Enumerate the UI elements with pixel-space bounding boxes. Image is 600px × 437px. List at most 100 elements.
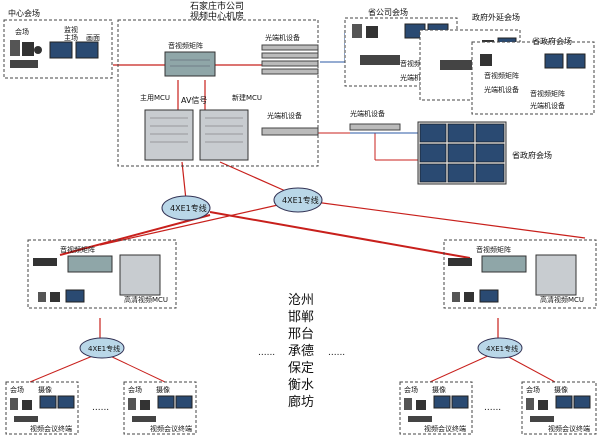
av-matrix-icon: [164, 51, 216, 77]
gov-matrix-label: 音视频矩阵: [530, 89, 565, 98]
e1-cloud-right: 4XE1专线: [273, 187, 323, 213]
monitor-icon: [573, 395, 591, 409]
provincial-venue-title: 省公司会场: [368, 7, 408, 17]
speaker-icon: [128, 398, 136, 410]
optical-equipment-label: 光端机设备: [265, 33, 300, 42]
new-mcu-label: 新建MCU: [232, 93, 262, 102]
optical-device-icon: [349, 123, 401, 131]
site-item: 摄像: [156, 385, 170, 394]
speaker-icon: [452, 292, 460, 302]
camera-icon: [22, 400, 32, 410]
gov-external-venue-title: 政府外延会场: [472, 12, 520, 22]
hd-mcu-rack-icon: [119, 254, 161, 296]
city-name: 保定: [288, 361, 314, 376]
branch-right-site-b: 会场 摄像 视频会议终端: [521, 381, 597, 435]
camera-icon: [140, 400, 150, 410]
camera-icon: [50, 292, 60, 302]
site-footer: 视频会议终端: [424, 424, 466, 433]
machine-room-subtitle: 视频中心机房: [190, 10, 244, 22]
speaker-icon: [10, 40, 20, 56]
video-wall: [417, 121, 507, 185]
terminal-icon: [530, 416, 554, 422]
gov-optical-label: 光端机设备: [484, 85, 519, 94]
site-footer: 视频会议终端: [150, 424, 192, 433]
provincial-matrix-label: 音视频矩阵: [400, 59, 435, 68]
monitor-icon: [75, 41, 99, 59]
branch-left-site-a: 会场 摄像 视频会议终端: [5, 381, 79, 435]
matrix-label: 音视频矩阵: [168, 41, 203, 50]
monitor-icon: [65, 289, 85, 303]
speaker-icon: [526, 398, 534, 410]
site-item: 摄像: [554, 385, 568, 394]
provincial-optical-label: 光端机设备: [400, 73, 435, 82]
main-mcu-rack-icon: [144, 109, 194, 161]
e1-line-label: 4XE1专线: [88, 344, 120, 353]
city-name: 承德: [288, 344, 314, 359]
machine-room: 石家庄市公司 视频中心机房 音视频矩阵 AV信号 主用MCU 新建MCU 光端机…: [117, 0, 319, 167]
monitor-icon: [555, 395, 573, 409]
camera-icon: [366, 26, 378, 38]
branch-matrix-label: 音视频矩阵: [476, 245, 511, 254]
site-item: 会场: [404, 385, 418, 394]
terminal-icon: [360, 55, 400, 65]
optical-device-icon: [261, 44, 319, 51]
microphone-icon: [34, 46, 42, 54]
optical-device-icon: [261, 52, 319, 59]
dots-left: ......: [258, 348, 275, 358]
center-venue-item: 画面: [86, 34, 100, 42]
branch-left-cloud: 4XE1专线: [79, 337, 125, 359]
city-name: 沧州: [288, 292, 314, 308]
branch-dots: ......: [92, 403, 109, 413]
monitor-icon: [433, 395, 451, 409]
camera-icon: [464, 292, 474, 302]
center-venue-item: 主场: [64, 33, 78, 42]
site-item: 会场: [526, 385, 540, 394]
speaker-icon: [10, 398, 18, 410]
optical-equipment-label: 光端机设备: [350, 109, 385, 118]
monitor-icon: [49, 41, 73, 59]
center-venue-title: 中心会场: [8, 8, 40, 18]
e1-cloud-left: 4XE1专线: [161, 195, 211, 221]
provincial-gov-venue-title: 省政府会场: [532, 36, 572, 46]
branch-dots: ......: [484, 403, 501, 413]
av-signal-label: AV信号: [181, 95, 207, 105]
gov-optical-label: 光端机设备: [530, 101, 565, 110]
site-footer: 视频会议终端: [548, 424, 590, 433]
site-footer: 视频会议终端: [30, 424, 72, 433]
terminal-icon: [132, 416, 156, 422]
branch-left: 音视频矩阵 高清视频MCU: [27, 239, 177, 309]
camera-icon: [480, 54, 492, 66]
city-name: 衡水: [288, 378, 314, 393]
camera-icon: [538, 400, 548, 410]
dots-right: ......: [328, 348, 345, 358]
monitor-icon: [57, 395, 75, 409]
site-item: 摄像: [432, 385, 446, 394]
site-item: 摄像: [38, 385, 52, 394]
optical-device-icon: [261, 127, 319, 136]
av-matrix-icon: [481, 255, 527, 273]
center-venue-item: 监视: [64, 25, 78, 34]
provincial-gov-hall-title: 省政府会场: [512, 150, 552, 160]
monitor-icon: [175, 395, 193, 409]
branch-left-site-b: 会场 摄像 视频会议终端: [123, 381, 197, 435]
camera-icon: [22, 42, 34, 56]
speaker-icon: [352, 24, 362, 38]
hd-mcu-rack-icon: [535, 254, 577, 296]
hd-mcu-label: 高清视频MCU: [540, 295, 584, 304]
e1-line-label: 4XE1专线: [170, 203, 207, 213]
speaker-icon: [38, 292, 46, 302]
av-matrix-icon: [67, 255, 113, 273]
camera-icon: [416, 400, 426, 410]
city-name: 邯郸: [288, 310, 314, 325]
city-name: 廊坊: [288, 394, 314, 410]
center-venue-item: 会场: [15, 27, 29, 36]
gov-matrix-label: 音视频矩阵: [484, 71, 519, 80]
site-item: 会场: [10, 385, 24, 394]
branch-right-cloud: 4XE1专线: [477, 337, 523, 359]
optical-equipment-label: 光端机设备: [267, 111, 302, 120]
monitor-icon: [479, 289, 499, 303]
city-name: 邢台: [288, 327, 314, 342]
hd-mcu-label: 高清视频MCU: [124, 295, 168, 304]
terminal-icon: [33, 258, 57, 266]
new-mcu-rack-icon: [199, 109, 249, 161]
